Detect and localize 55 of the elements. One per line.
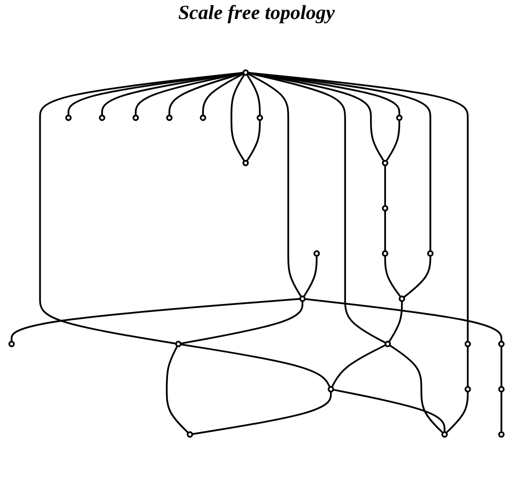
- node-circle: [427, 250, 434, 257]
- link-line: [500, 346, 502, 387]
- node-circle: [8, 340, 15, 348]
- node-circle: [65, 114, 72, 121]
- link-line: [389, 344, 444, 434]
- link-line: [246, 74, 261, 116]
- node-circle: [313, 250, 320, 257]
- node-circle: [382, 250, 388, 257]
- link-line: [384, 165, 386, 206]
- link-line: [384, 210, 386, 252]
- node-circle: [464, 386, 471, 392]
- node-circle: [242, 69, 249, 76]
- node-circle: [398, 296, 406, 302]
- node-circle: [328, 386, 334, 392]
- link-line: [331, 344, 386, 388]
- link-line: [466, 346, 469, 387]
- node-circle: [382, 205, 388, 212]
- link-line: [39, 72, 244, 344]
- link-line: [246, 120, 261, 162]
- node-circle: [382, 160, 388, 166]
- link-line: [248, 72, 469, 342]
- link-line: [247, 72, 302, 298]
- node-circle: [132, 114, 139, 121]
- node-circle: [384, 340, 391, 348]
- link-line: [446, 392, 469, 434]
- node-circle: [441, 431, 448, 438]
- node-circle: [464, 340, 471, 348]
- node-circle: [200, 114, 206, 121]
- link-line: [388, 301, 403, 342]
- node-circle: [396, 114, 402, 121]
- link-line: [166, 346, 189, 434]
- node-circle: [498, 386, 505, 392]
- link-line: [248, 72, 386, 344]
- node-circle: [186, 431, 194, 438]
- node-circle: [299, 296, 306, 302]
- node-circle: [166, 114, 173, 121]
- link-line: [180, 301, 304, 344]
- node-circle: [498, 340, 505, 348]
- link-line: [230, 74, 246, 162]
- link-line: [333, 388, 446, 432]
- diagram-title: Scale free topology: [177, 2, 336, 25]
- link-line: [403, 256, 432, 298]
- link-line: [192, 392, 332, 435]
- node-circle: [256, 114, 264, 121]
- link-line: [384, 256, 402, 298]
- link-line: [202, 72, 244, 116]
- node-circle: [175, 340, 182, 348]
- link-line: [302, 256, 318, 298]
- link-line: [500, 392, 502, 432]
- node-circle: [242, 160, 249, 166]
- link-line: [304, 298, 502, 342]
- node-circle: [98, 114, 106, 121]
- node-circle: [498, 431, 505, 438]
- link-line: [180, 343, 331, 388]
- link-line: [386, 120, 400, 162]
